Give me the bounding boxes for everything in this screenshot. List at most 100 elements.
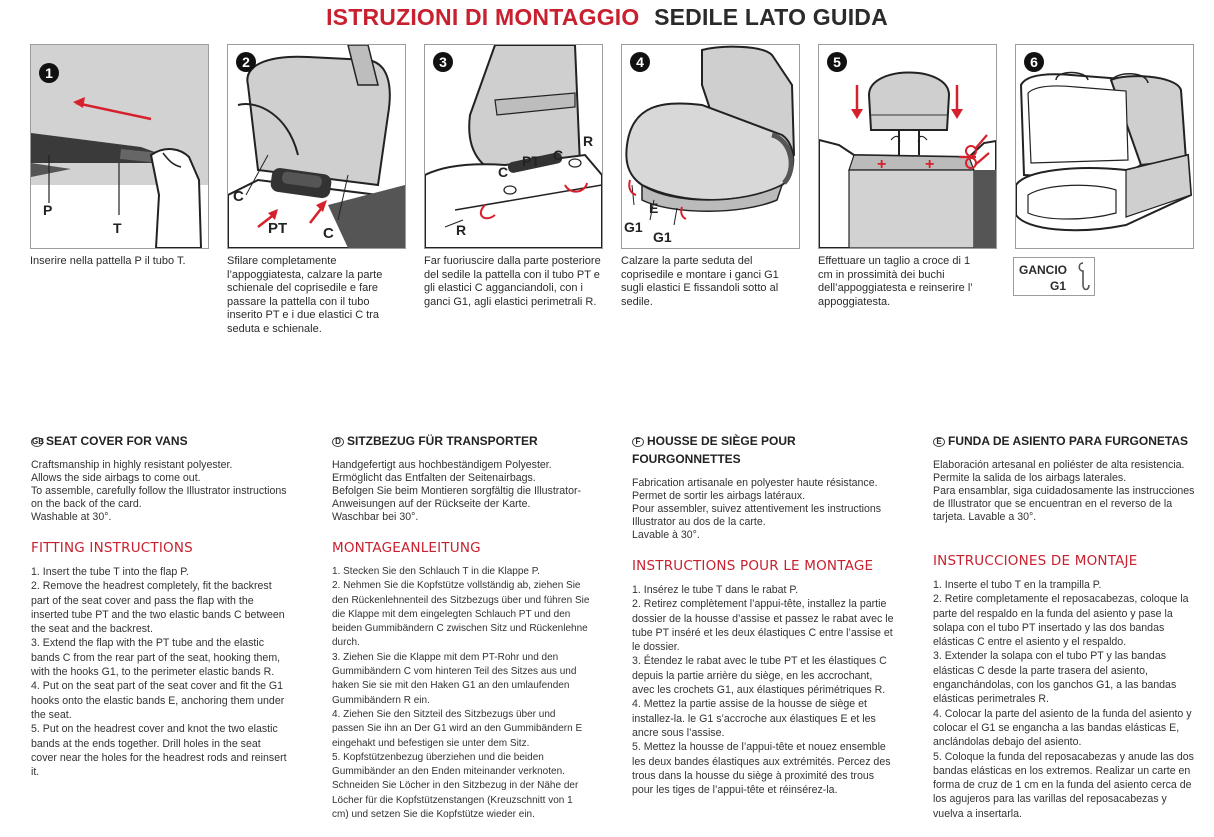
label-e: E (649, 200, 658, 216)
label-g1-right: G1 (653, 229, 672, 245)
intro-line: Elaboración artesanal en poliéster de al… (933, 459, 1185, 471)
svg-text:+: + (877, 156, 886, 173)
subheading-german: MONTAGEANLEITUNG (332, 540, 481, 556)
step-4-caption: Calzare la parte seduta del coprisedile … (621, 255, 779, 308)
intro-line: Washable at 30°. (31, 511, 112, 523)
label-pt: PT (522, 153, 540, 169)
step-number-4: 4 (636, 54, 644, 70)
instruction-step: 5. Coloque la funda del reposacabezas y … (933, 750, 1194, 820)
intro-line: Permite la salida de los airbags lateral… (933, 472, 1127, 484)
label-pt: PT (268, 220, 287, 237)
intro-line: Waschbar bei 30°. (332, 511, 419, 523)
scissors-icon (959, 134, 990, 169)
step-2-caption: Sfilare completamente l’appoggiatesta, c… (227, 255, 383, 335)
step-2-illustration: 2 C PT C (227, 44, 406, 249)
step-5-illustration: + + 5 (818, 44, 997, 249)
steps-german: 1. Stecken Sie den Schlauch T in die Kla… (332, 565, 590, 822)
step-4-illustration: 4 G1 E G1 (621, 44, 800, 249)
intro-english: Craftsmanship in highly resistant polyes… (31, 459, 289, 524)
title-assembly-instructions: ISTRUZIONI DI MONTAGGIO (326, 4, 640, 30)
intro-line: Lavable à 30°. (632, 529, 700, 541)
step-number-3: 3 (439, 54, 447, 70)
subheading-english: FITTING INSTRUCTIONS (31, 540, 193, 556)
label-p: P (43, 202, 52, 218)
label-t: T (113, 220, 122, 236)
label-c-left: C (233, 188, 244, 205)
heading-english-text: SEAT COVER FOR VANS (46, 434, 188, 448)
label-c-right: C (323, 225, 334, 242)
intro-line: Para ensamblar, siga cuidadosamente las … (933, 485, 1195, 523)
intro-line: Pour assembler, suivez attentivement les… (632, 503, 882, 528)
intro-spanish: Elaboración artesanal en poliéster de al… (933, 459, 1195, 524)
instruction-step: 5. Kopfstützenbezug überziehen und die b… (332, 751, 579, 821)
instruction-step: 2. Retire completamente el reposacabezas… (933, 593, 1189, 649)
heading-spanish-text: FUNDA DE ASIENTO PARA FURGONETAS (948, 434, 1189, 448)
label-r-right: R (583, 133, 593, 149)
instruction-step: 4. Ziehen Sie den Sitzteil des Sitzbezug… (332, 708, 583, 749)
instruction-step: 5. Put on the headrest cover and knot th… (31, 723, 287, 779)
svg-text:+: + (925, 156, 934, 173)
step-number-2: 2 (242, 54, 250, 70)
intro-line: Befolgen Sie beim Montieren sorgfältig d… (332, 485, 582, 510)
page-title: ISTRUZIONI DI MONTAGGIO SEDILE LATO GUID… (0, 4, 1214, 31)
steps-spanish: 1. Inserte el tubo T en la trampilla P. … (933, 578, 1195, 821)
instruction-step: 2. Remove the headrest completely, fit t… (31, 580, 285, 636)
instruction-step: 4. Put on the seat part of the seat cove… (31, 680, 285, 721)
step-number-6: 6 (1030, 54, 1038, 70)
heading-german-text: SITZBEZUG FÜR TRANSPORTER (347, 434, 538, 448)
hook-legend-code: G1 (1050, 279, 1067, 293)
step-1-illustration: 1 P T (30, 44, 209, 249)
hook-legend-label: GANCIO (1019, 263, 1067, 277)
label-c: C (498, 164, 508, 180)
label-g1-left: G1 (624, 219, 643, 235)
instruction-step: 1. Stecken Sie den Schlauch T in die Kla… (332, 566, 540, 577)
instruction-step: 3. Ziehen Sie die Klappe mit dem PT-Rohr… (332, 651, 577, 706)
instruction-step: 5. Mettez la housse de l’appui-tête et n… (632, 741, 891, 797)
flag-gb-icon: GB (31, 437, 44, 447)
intro-german: Handgefertigt aus hochbeständigem Polyes… (332, 459, 590, 524)
instruction-step: 3. Étendez le rabat avec le tube PT et l… (632, 655, 887, 697)
instruction-step: 4. Mettez la partie assise de la housse … (632, 698, 876, 739)
intro-line: Ermöglicht das Entfalten der Seitenairba… (332, 472, 536, 484)
instruction-step: 1. Insert the tube T into the flap P. (31, 566, 189, 578)
instruction-step: 2. Nehmen Sie die Kopfstütze vollständig… (332, 580, 590, 649)
instruction-step: 3. Extender la solapa con el tubo PT y l… (933, 650, 1177, 706)
intro-french: Fabrication artisanale en polyester haut… (632, 477, 894, 542)
hook-legend: GANCIO G1 (1013, 257, 1095, 296)
subheading-spanish: INSTRUCCIONES DE MONTAJE (933, 553, 1138, 569)
instruction-step: 3. Extend the flap with the PT tube and … (31, 637, 281, 679)
step-1-caption: Inserire nella pattella P il tubo T. (30, 255, 186, 267)
intro-line: Craftsmanship in highly resistant polyes… (31, 459, 233, 471)
step-5-caption: Effettuare un taglio a croce di 1 cm in … (818, 255, 973, 308)
instruction-step: 1. Insérez le tube T dans le rabat P. (632, 584, 799, 596)
instruction-step: 2. Retirez complètement l’appui-tête, in… (632, 598, 894, 654)
steps-french: 1. Insérez le tube T dans le rabat P. 2.… (632, 583, 894, 797)
intro-line: Permet de sortir les airbags latéraux. (632, 490, 806, 502)
intro-line: Fabrication artisanale en polyester haut… (632, 477, 878, 489)
step-number-1: 1 (45, 65, 53, 81)
steps-english: 1. Insert the tube T into the flap P. 2.… (31, 565, 289, 779)
instruction-step: 1. Inserte el tubo T en la trampilla P. (933, 579, 1102, 591)
flag-fr-icon: F (632, 437, 644, 447)
step-number-5: 5 (833, 54, 841, 70)
subheading-french: INSTRUCTIONS POUR LE MONTAGE (632, 558, 874, 574)
intro-line: Handgefertigt aus hochbeständigem Polyes… (332, 459, 552, 471)
step-6-illustration: 6 (1015, 44, 1194, 249)
flag-de-icon: D (332, 437, 344, 447)
hook-icon (1078, 262, 1090, 291)
label-c-right: C (553, 147, 563, 163)
step-3-illustration: 3 C PT C R R (424, 44, 603, 249)
instruction-step: 4. Colocar la parte del asiento de la fu… (933, 707, 1192, 749)
intro-line: Allows the side airbags to come out. (31, 472, 201, 484)
flag-es-icon: E (933, 437, 945, 447)
intro-line: To assemble, carefully follow the Illust… (31, 485, 287, 510)
title-driver-seat: SEDILE LATO GUIDA (654, 4, 888, 30)
